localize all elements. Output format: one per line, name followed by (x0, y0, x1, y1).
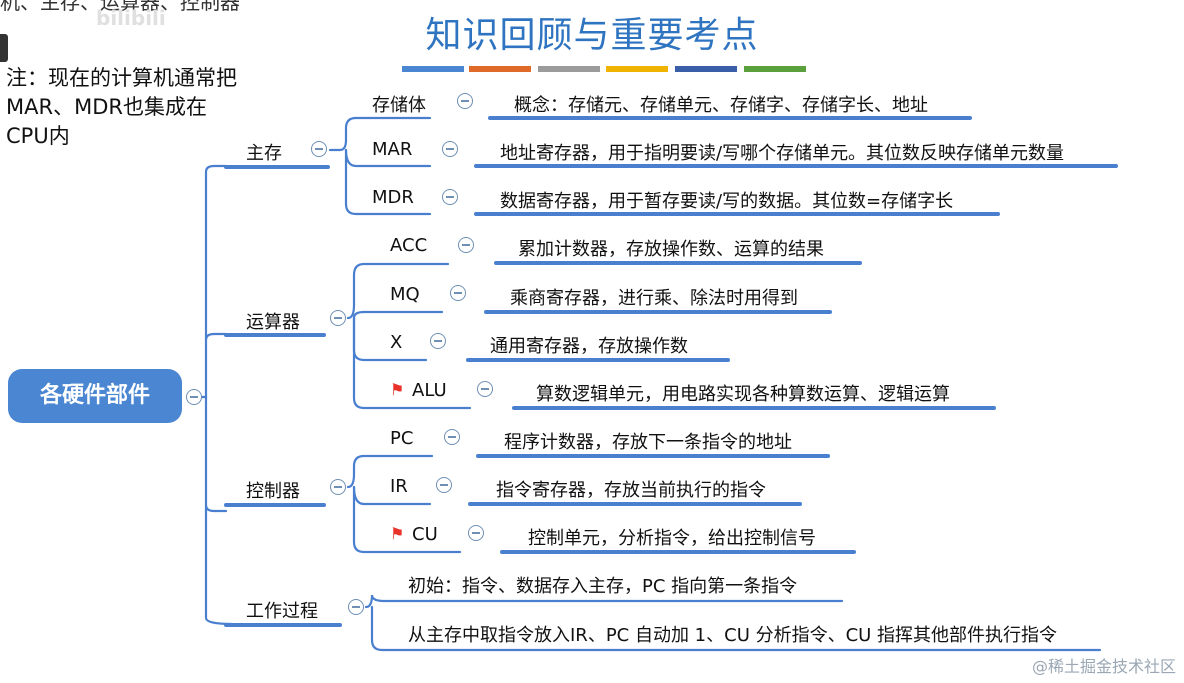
color-bar-2 (469, 66, 531, 72)
desc-underline (494, 261, 862, 265)
root-node[interactable]: 各硬件部件 (8, 369, 182, 423)
branch-underline (224, 623, 342, 627)
flag-icon: ⚑ (390, 380, 405, 399)
desc-underline (474, 164, 1118, 168)
collapse-icon[interactable] (330, 310, 346, 326)
node-desc: 指令寄存器，存放当前执行的指令 (496, 480, 766, 501)
node-desc: 通用寄存器，存放操作数 (490, 336, 688, 357)
desc-underline (474, 212, 1000, 216)
page-title: 知识回顾与重要考点 (425, 15, 759, 56)
node-label-mdr[interactable]: MDR (372, 187, 414, 208)
node-label-mq[interactable]: MQ (390, 284, 420, 305)
node-label-alu[interactable]: ALU (412, 380, 447, 401)
branch-underline (224, 165, 330, 169)
color-bar-1 (402, 66, 464, 72)
desc-underline (512, 406, 996, 410)
branch-label-controller[interactable]: 控制器 (246, 481, 300, 502)
node-desc: 乘商寄存器，进行乘、除法时用得到 (510, 288, 798, 309)
collapse-icon[interactable] (330, 479, 346, 495)
branch-label-main-memory[interactable]: 主存 (246, 143, 282, 164)
branch-underline (224, 333, 326, 337)
top-cut-text: 机、主存、运算器、控制器 (0, 0, 240, 14)
branch-underline (224, 503, 326, 507)
collapse-icon[interactable] (450, 285, 466, 301)
node-label-storage-body[interactable]: 存储体 (372, 95, 426, 116)
branch-label-work-process[interactable]: 工作过程 (246, 601, 318, 622)
desc-underline (488, 116, 972, 120)
node-label-acc[interactable]: ACC (390, 235, 428, 256)
node-label-cu[interactable]: CU (412, 524, 438, 545)
note-text: 注：现在的计算机通常把MAR、MDR也集成在CPU内 (6, 66, 237, 148)
node-label-x[interactable]: X (390, 332, 403, 353)
collapse-icon-root[interactable] (186, 389, 202, 405)
node-desc: 程序计数器，存放下一条指令的地址 (504, 432, 792, 453)
node-desc: 数据寄存器，用于暂存要读/写的数据。其位数=存储字长 (500, 191, 954, 212)
process-step[interactable]: 初始：指令、数据存入主存，PC 指向第一条指令 (408, 576, 798, 597)
node-desc: 地址寄存器，用于指明要读/写哪个存储单元。其位数反映存储单元数量 (500, 143, 1065, 164)
node-label-pc[interactable]: PC (390, 428, 414, 449)
color-bar-5 (675, 66, 737, 72)
collapse-icon[interactable] (477, 381, 493, 397)
node-desc: 算数逻辑单元，用电路实现各种算数运算、逻辑运算 (536, 384, 950, 405)
collapse-icon[interactable] (457, 93, 473, 109)
color-bar-3 (538, 66, 600, 72)
color-bar-4 (606, 66, 668, 72)
juejin-watermark: @稀土掘金技术社区 (1031, 657, 1176, 676)
collapse-icon[interactable] (468, 525, 484, 541)
node-desc: 控制单元，分析指令，给出控制信号 (528, 528, 816, 549)
flag-icon: ⚑ (390, 524, 405, 543)
collapse-icon[interactable] (430, 333, 446, 349)
desc-underline (476, 454, 830, 458)
collapse-icon[interactable] (311, 141, 327, 157)
node-desc: 累加计数器，存放操作数、运算的结果 (518, 239, 824, 260)
collapse-icon[interactable] (348, 599, 364, 615)
process-step[interactable]: 从主存中取指令放入IR、PC 自动加 1、CU 分析指令、CU 指挥其他部件执行… (408, 625, 1058, 646)
side-tab[interactable] (0, 34, 8, 62)
node-label-mar[interactable]: MAR (372, 139, 413, 160)
node-label-ir[interactable]: IR (390, 476, 408, 497)
collapse-icon[interactable] (436, 477, 452, 493)
bilibili-watermark: bilibili (96, 6, 166, 30)
collapse-icon[interactable] (458, 237, 474, 253)
desc-underline (466, 358, 730, 362)
collapse-icon[interactable] (444, 429, 460, 445)
desc-underline (500, 550, 856, 554)
branch-label-alu-unit[interactable]: 运算器 (246, 312, 300, 333)
color-bar-6 (744, 66, 806, 72)
collapse-icon[interactable] (442, 141, 458, 157)
collapse-icon[interactable] (442, 189, 458, 205)
node-desc: 概念：存储元、存储单元、存储字、存储字长、地址 (514, 95, 928, 116)
desc-underline (484, 310, 832, 314)
desc-underline (468, 502, 802, 506)
